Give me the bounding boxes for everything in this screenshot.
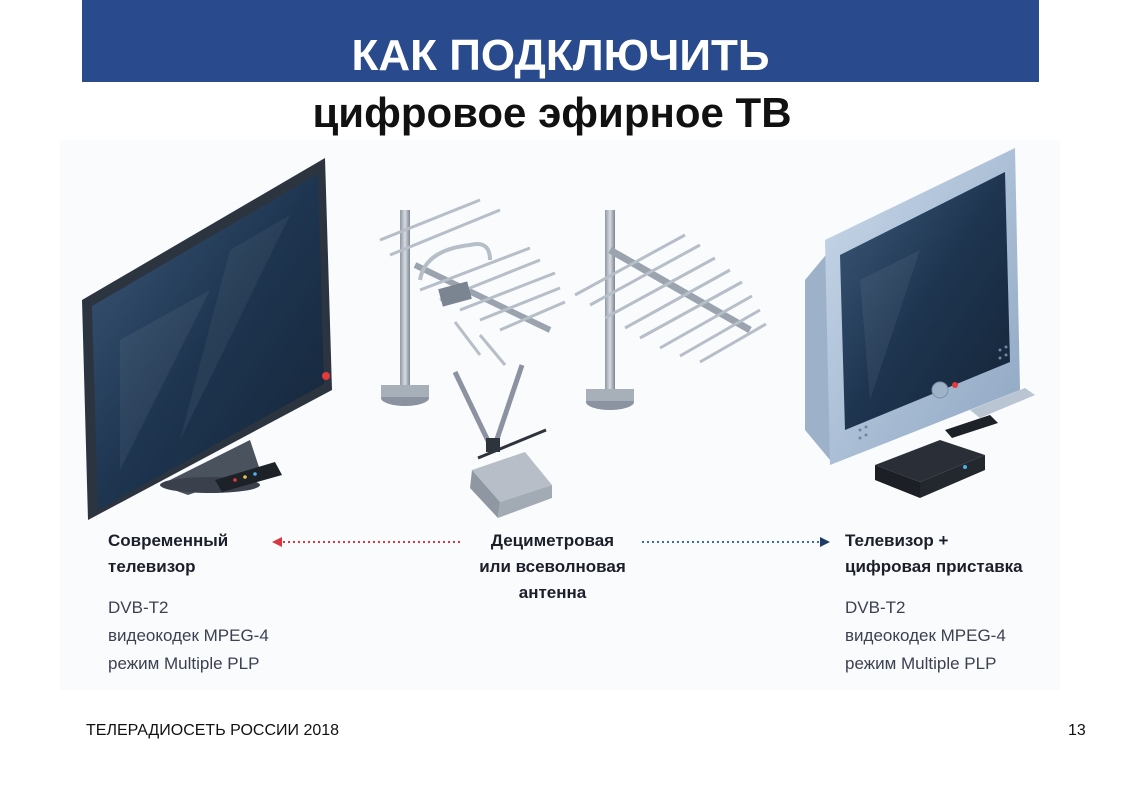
yagi-antenna-icon [379,198,566,406]
set-top-box-icon [875,440,985,498]
title-banner [82,0,1039,82]
modern-tv-name-line2: телевизор [108,557,196,576]
modern-tv-spec-codec: видеокодек MPEG-4 [108,626,269,645]
antenna-name-line1: Дециметровая [490,531,615,550]
antenna-name-line2: или всеволновая [479,557,626,576]
crt-tv-icon [805,148,1020,465]
crt-tv-name-line2: цифровая приставка [845,557,1023,576]
modern-tv-icon [82,158,332,520]
log-periodic-antenna-icon [574,210,767,410]
footer-organization: ТЕЛЕРАДИОСЕТЬ РОССИИ 2018 [86,722,340,739]
remote-control-icon [945,388,1035,438]
crt-tv-spec-standard: DVB-T2 [845,598,906,617]
connection-illustration: Современный телевизор DVB-T2 видеокодек … [60,140,1060,690]
page-title: КАК ПОДКЛЮЧИТЬ [351,31,770,80]
antenna-name-line3: антенна [518,583,587,602]
modern-tv-spec-standard: DVB-T2 [108,598,169,617]
illustration-graphics [82,148,1035,547]
modern-tv-name-line1: Современный [108,531,229,550]
indoor-antenna-icon [452,364,552,518]
modern-tv-spec-mode: режим Multiple PLP [108,654,260,673]
slide-number: 13 [1068,722,1086,739]
arrow-to-set-top-box [642,537,830,547]
page-subtitle: цифровое эфирное ТВ [312,89,792,136]
arrow-to-modern-tv [272,537,460,547]
crt-tv-spec-mode: режим Multiple PLP [845,654,997,673]
crt-tv-spec-codec: видеокодек MPEG-4 [845,626,1006,645]
crt-tv-name-line1: Телевизор + [845,531,949,550]
